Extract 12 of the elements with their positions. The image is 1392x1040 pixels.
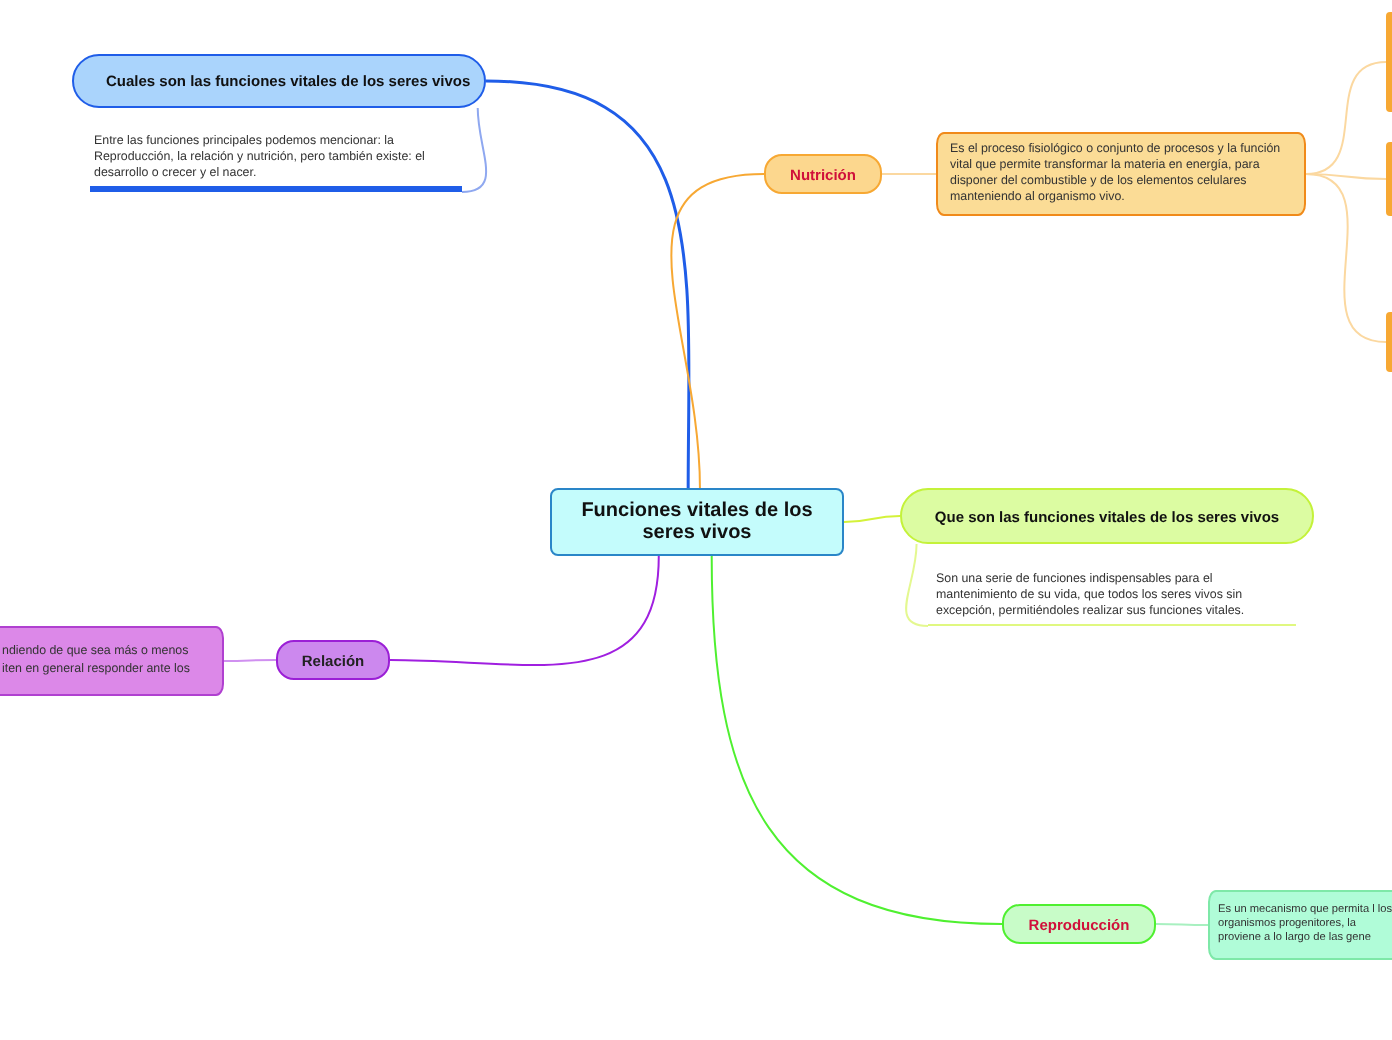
central-topic-box: Funciones vitales de los seres vivos bbox=[550, 488, 844, 556]
connector-line bbox=[223, 659, 277, 662]
connector-line bbox=[485, 79, 691, 488]
connector-line bbox=[389, 555, 660, 667]
connector-line bbox=[843, 515, 901, 523]
connector-line bbox=[710, 555, 1003, 925]
connector-line bbox=[670, 173, 765, 489]
connector-line bbox=[905, 543, 929, 627]
connector-line bbox=[881, 173, 937, 175]
connector-line bbox=[1155, 923, 1209, 926]
connector-line bbox=[461, 107, 488, 193]
connector-line bbox=[1305, 173, 1387, 343]
